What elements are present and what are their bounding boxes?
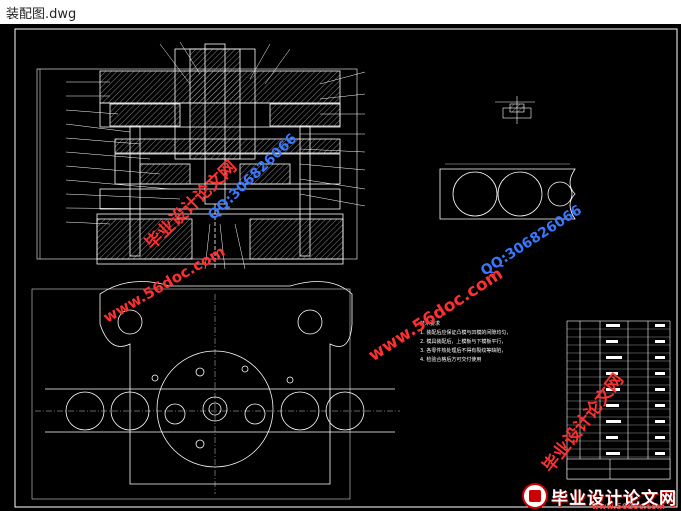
note-line-3: 3. 各零件热处理后不得有裂纹等缺陷， xyxy=(420,348,507,354)
logo-icon xyxy=(522,483,548,509)
note-line-2: 2. 模具装配后，上模板与下模板平行， xyxy=(420,339,507,345)
section-view xyxy=(36,41,366,270)
window-title-bar: 装配图.dwg xyxy=(0,0,681,24)
notes-heading: 技术要求 xyxy=(420,321,441,327)
drawing-viewport[interactable]: 技术要求 1. 装配后应保证凸模与凹模的间隙均匀， 2. 模具装配后，上模板与下… xyxy=(0,24,681,511)
note-line-1: 1. 装配后应保证凸模与凹模的间隙均匀， xyxy=(420,330,512,336)
drawing-frame xyxy=(14,28,678,508)
detail-view xyxy=(495,96,535,124)
logo-url: www.56doc.com xyxy=(591,502,665,511)
parts-list-table xyxy=(566,320,671,480)
technical-notes: 技术要求 1. 装配后应保证凸模与凹模的间隙均匀， 2. 模具装配后，上模板与下… xyxy=(420,320,511,365)
file-title: 装配图.dwg xyxy=(6,7,77,22)
parts-list-fill xyxy=(606,324,665,455)
cad-drawing xyxy=(14,28,678,508)
strip-layout xyxy=(439,163,576,220)
logo-text: 毕业设计论文网 xyxy=(551,488,677,509)
plan-view xyxy=(31,281,400,500)
note-line-4: 4. 检验合格后方可交付使用 xyxy=(420,357,482,363)
site-logo: 毕业设计论文网 www.56doc.com xyxy=(522,483,677,511)
